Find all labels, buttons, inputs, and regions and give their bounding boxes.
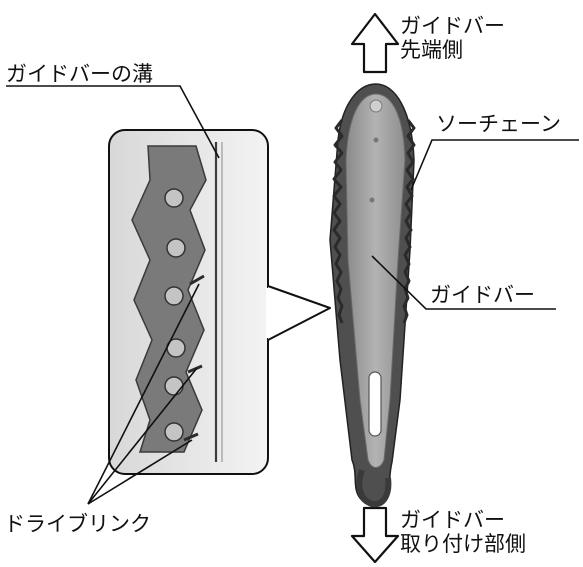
callout-mask bbox=[266, 288, 270, 338]
leader-chain bbox=[410, 139, 579, 191]
leader-bar bbox=[371, 255, 556, 310]
leader-drive-link-2 bbox=[87, 367, 198, 505]
bar-rivet bbox=[373, 137, 379, 143]
arrow-up-icon bbox=[350, 12, 400, 74]
label-saw-chain: ソーチェーン bbox=[436, 112, 561, 136]
label-drive-link: ドライブリンク bbox=[4, 512, 151, 536]
leader-drive-link-3 bbox=[87, 439, 193, 505]
callout-wedge bbox=[267, 285, 331, 341]
inset-photo bbox=[108, 129, 269, 475]
label-guide-bar-tip-line2: 先端側 bbox=[400, 38, 463, 63]
bar-tip-sprocket bbox=[369, 99, 383, 113]
label-guide-bar-groove: ガイドバーの溝 bbox=[6, 62, 153, 86]
label-guide-bar: ガイドバー bbox=[430, 283, 535, 307]
guide-bar bbox=[345, 93, 406, 468]
label-guide-bar-mount: ガイドバー 取り付け部側 bbox=[400, 508, 526, 556]
leader-drive-link-1 bbox=[87, 283, 200, 505]
leader-groove bbox=[6, 85, 220, 159]
bar-rivet bbox=[369, 197, 375, 203]
arrow-down-icon bbox=[350, 506, 400, 564]
label-guide-bar-tip-line1: ガイドバー bbox=[400, 14, 505, 38]
label-guide-bar-tip: ガイドバー 先端側 bbox=[400, 14, 505, 62]
label-guide-bar-mount-line2: 取り付け部側 bbox=[400, 532, 526, 557]
chain-loop bbox=[356, 468, 392, 508]
mounting-slot bbox=[368, 371, 382, 437]
label-guide-bar-mount-line1: ガイドバー bbox=[400, 508, 505, 532]
